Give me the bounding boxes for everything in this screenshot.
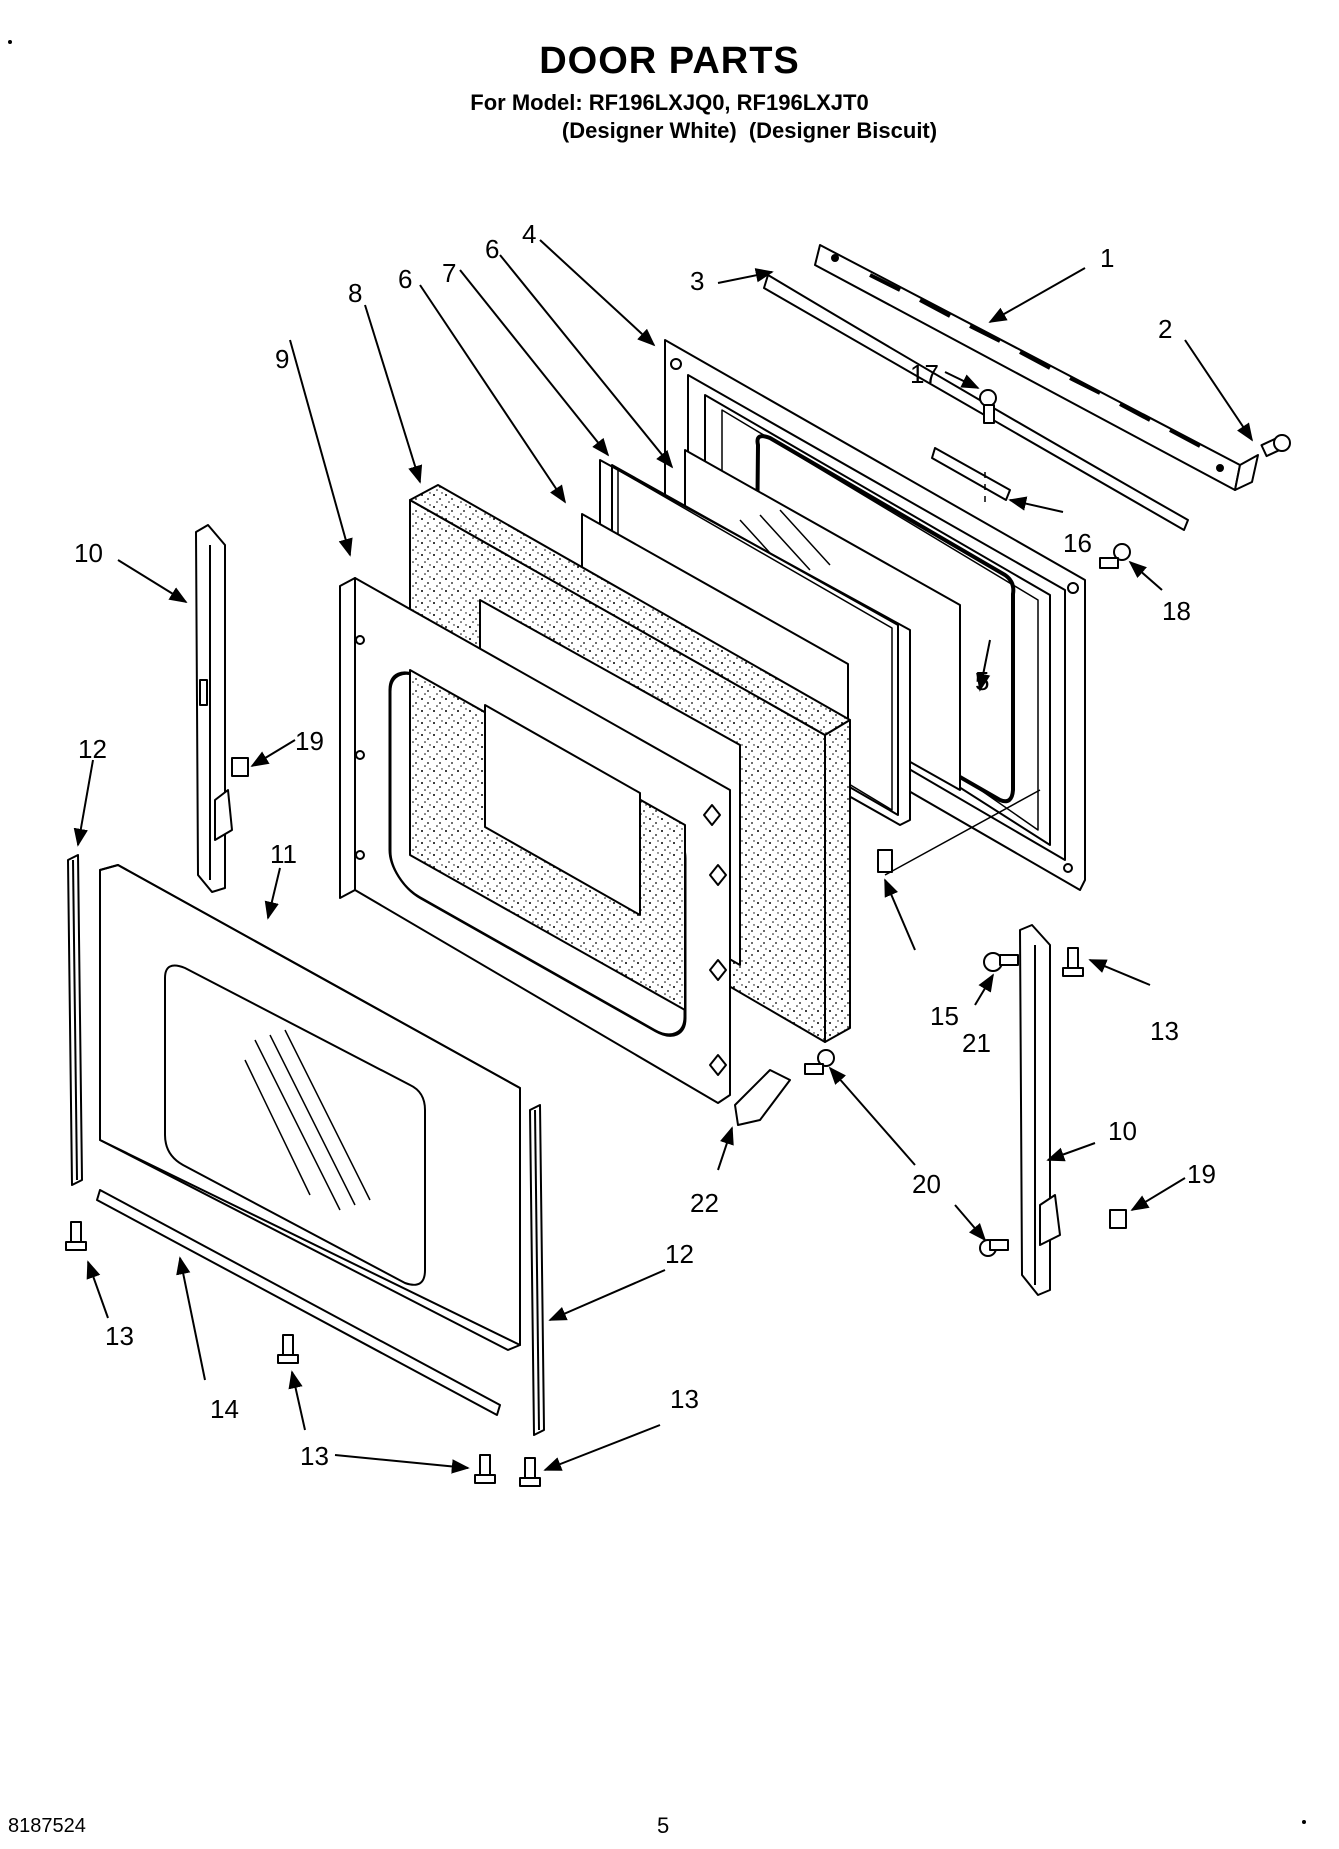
callout-14: 14 [210,1394,239,1424]
callout-12b: 12 [665,1239,694,1269]
callout-13c: 13 [670,1384,699,1414]
part-vent-trim [814,244,1259,491]
part-screws-13 [65,947,1084,1487]
document-number: 8187524 [8,1815,86,1837]
color-designer-biscuit: (Designer Biscuit) [748,118,938,143]
corner-mark [1302,1820,1306,1824]
model-label: For Model: [470,90,583,115]
callout-2: 2 [1158,314,1172,344]
leader-lines [73,239,1254,1474]
page-number: 5 [657,1813,670,1838]
part-bottom-trim [96,1189,501,1416]
callout-15: 15 [930,1001,959,1031]
part-clip-19-right [1109,1209,1127,1229]
part-side-trim-left [67,854,83,1186]
callout-19a: 19 [295,726,324,756]
part-side-trim-right [529,1104,545,1436]
callout-16: 16 [1063,528,1092,558]
corner-mark [8,40,12,44]
part-pin-21 [983,952,1019,972]
callout-17: 17 [910,359,939,389]
part-bracket-16 [931,447,1011,501]
callout-8: 8 [348,278,362,308]
part-outer-door [99,864,521,1351]
part-hinge-channel-right [1019,924,1061,1296]
callout-21: 21 [962,1028,991,1058]
model-numbers: RF196LXJQ0, RF196LXJT0 [588,90,869,115]
callout-19b: 19 [1187,1159,1216,1189]
page-title: DOOR PARTS [539,40,800,82]
part-screw-20 [804,1049,1009,1257]
part-screw-17 [979,389,997,424]
part-bracket-22 [734,1069,791,1126]
part-screw-trim [1260,434,1291,458]
callout-11: 11 [270,839,297,869]
callout-10b: 10 [1108,1116,1137,1146]
part-screw-18 [1099,543,1131,569]
callout-13a: 13 [105,1321,134,1351]
callout-7: 7 [442,258,456,288]
callout-6a: 6 [485,234,499,264]
model-line: For Model:RF196LXJQ0, RF196LXJT0 [0,90,1339,116]
callout-6b: 6 [398,264,412,294]
callout-20: 20 [912,1169,941,1199]
part-clip-15 [877,849,893,873]
callout-9: 9 [275,344,289,374]
callout-22: 22 [690,1188,719,1218]
callout-1: 1 [1100,243,1114,273]
part-door-liner [339,577,731,1104]
color-line: (Designer White) (Designer Biscuit) [80,118,1339,144]
callout-10a: 10 [74,538,103,568]
part-clip-19-left [231,757,249,777]
callout-13b: 13 [300,1441,329,1471]
part-hinge-channel-left [195,524,233,893]
callout-4: 4 [522,219,536,249]
callout-12a: 12 [78,734,107,764]
callout-3: 3 [690,266,704,296]
color-designer-white: (Designer White) [561,118,737,143]
callout-5: 5 [975,666,989,696]
callout-18: 18 [1162,596,1191,626]
part-top-channel [763,274,1189,531]
callout-13d: 13 [1150,1016,1179,1046]
